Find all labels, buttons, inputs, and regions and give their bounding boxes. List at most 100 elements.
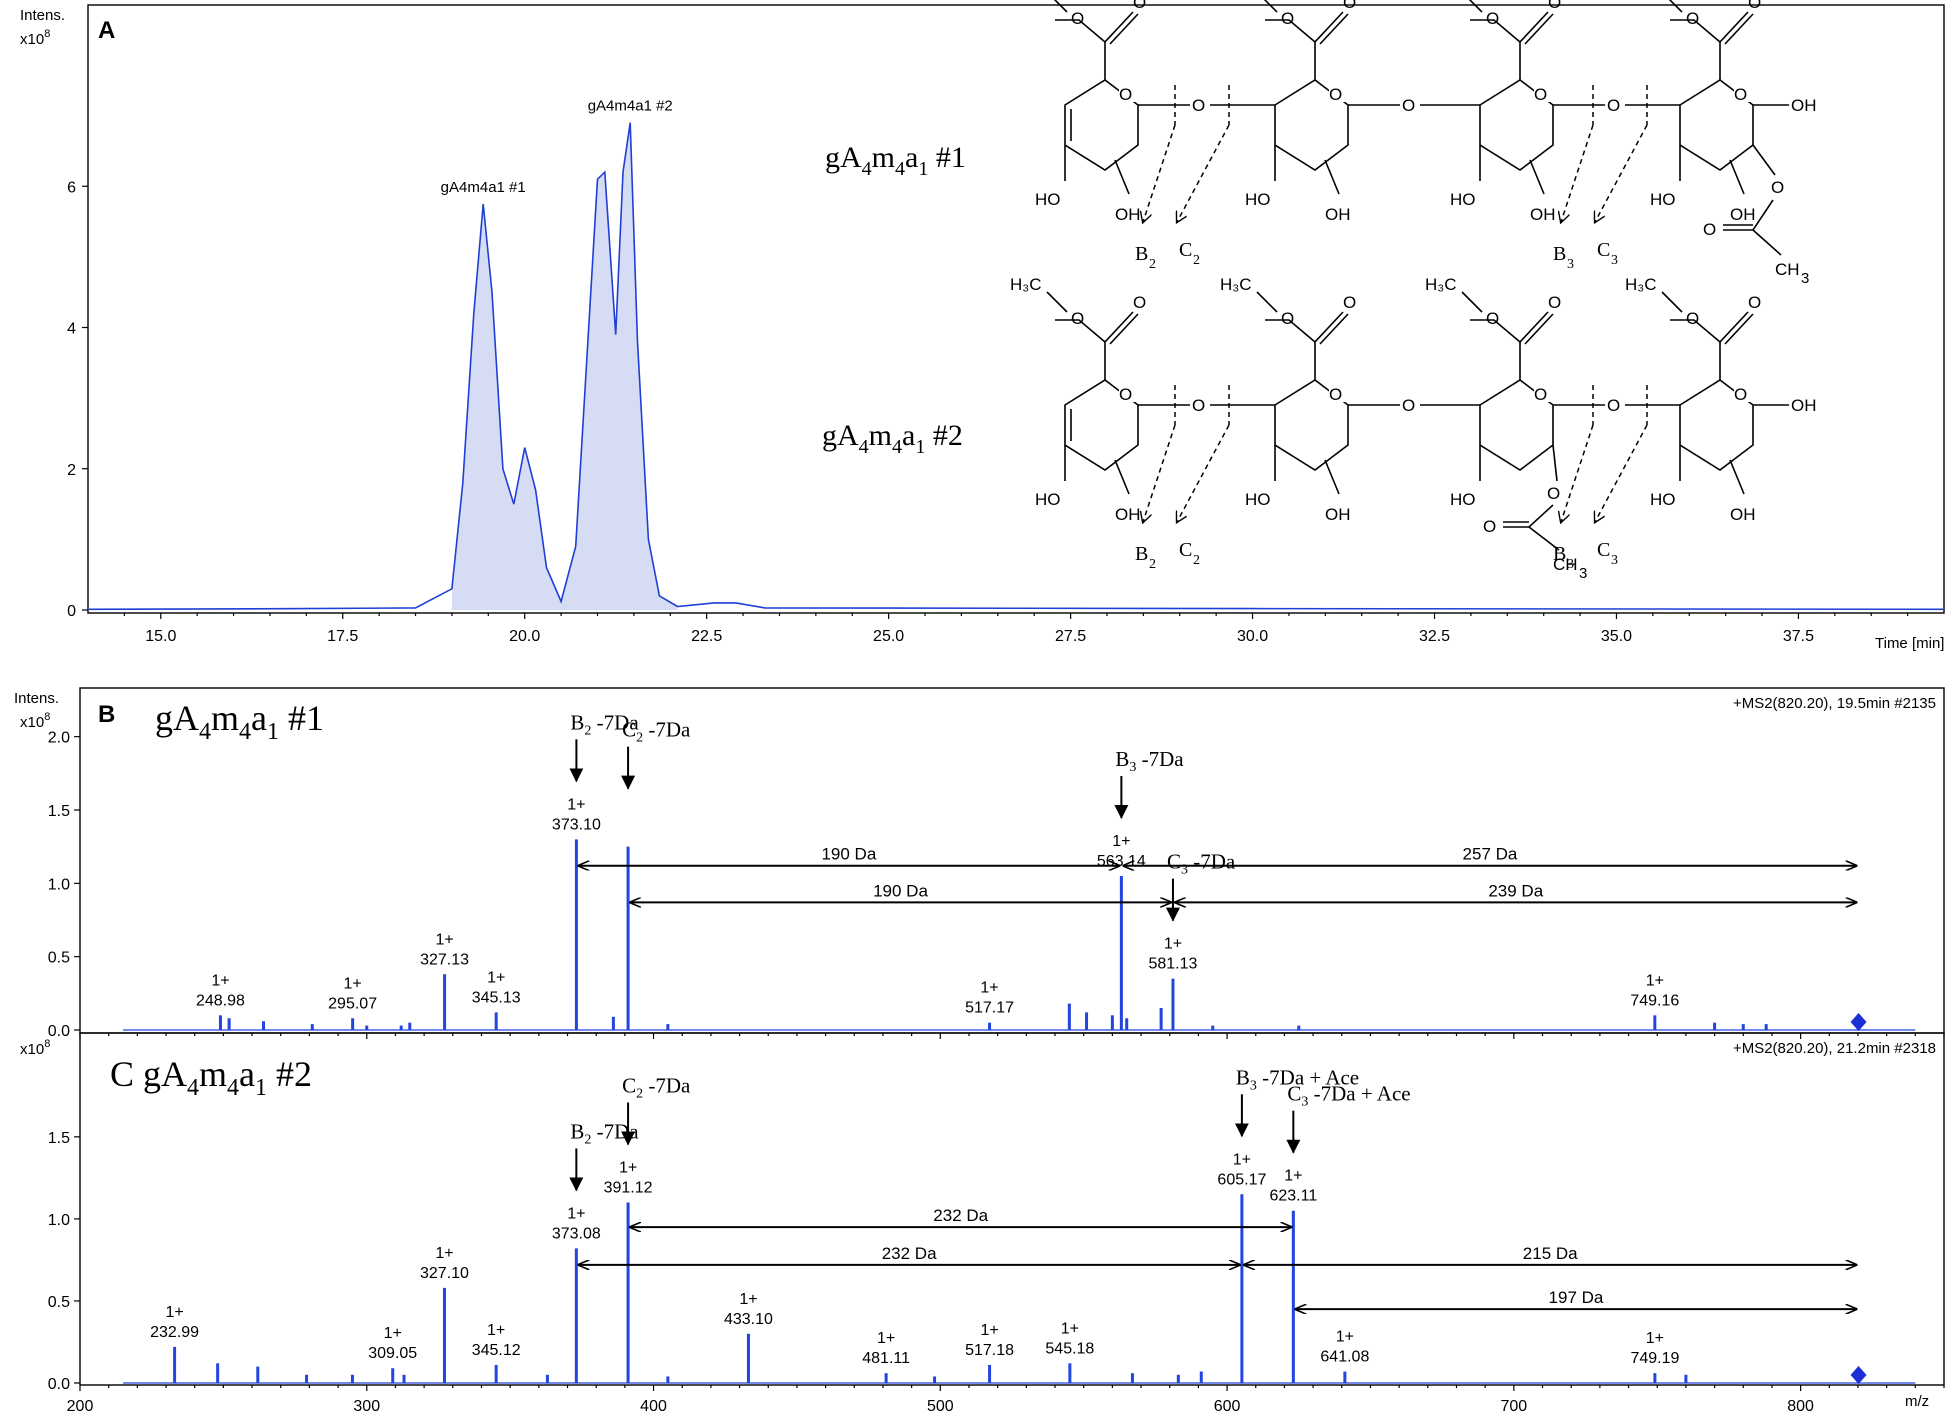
fragment-arrow-label: B3 -7Da + Ace [1236,1065,1359,1093]
peak-mz-label: 749.19 [1630,1350,1679,1367]
panel-c-yexp: x108 [20,1038,50,1058]
glycosidic-o: O [1192,96,1205,115]
fragment-arrow-label: C2 -7Da [622,718,691,746]
ring-oxygen: O [1734,385,1747,404]
peak-charge-label: 1+ [435,931,453,948]
ester-double [1109,13,1139,45]
cleavage-arrow [1143,124,1176,222]
fragment-label-sub: 3 [1611,253,1618,268]
peak-mz-label: 433.10 [724,1311,773,1328]
ring-o-bg [1329,384,1345,402]
fragment-label: C [1179,539,1192,561]
oh-bond [1114,159,1130,195]
oh-bond [1729,159,1745,195]
acetyl-methyl: CH [1775,260,1800,279]
fragment-label: C [1597,239,1610,261]
structure-gA4m4a1-1: OOOH₃CHOOHOOOOH₃CHOOHOOOOH₃CHOOHOOOOH₃CH… [1035,0,1817,287]
panel-a-xtick-label: 15.0 [145,628,176,645]
panel-a-xtick-label: 32.5 [1419,628,1450,645]
peak-charge-label: 1+ [487,969,505,986]
spectrum-ytick-label: 0.0 [48,1376,70,1393]
peak-charge-label: 1+ [1646,1330,1664,1347]
panel-b-yexp: x108 [20,711,50,731]
cleavage-arrow [1177,124,1230,222]
peak-charge-label: 1+ [739,1291,757,1308]
acetyl-o: O [1547,484,1560,503]
ester-o: O [1071,9,1084,28]
acetyl-bond [1552,444,1558,482]
spectrum-ytick-label: 0.5 [48,950,70,967]
spectrum-xtick-label: 400 [640,1398,667,1413]
methyl-bond [1053,0,1068,13]
fragment-arrow-label: C3 -7Da + Ace [1287,1082,1410,1110]
panel-b-ylabel: Intens. [14,690,59,707]
ester-bond [1314,311,1344,380]
peak-mz-label: 581.13 [1148,956,1197,973]
ester-o: O [1748,0,1761,12]
panel-a-xtick-label: 35.0 [1601,628,1632,645]
panel-a-xtick-label: 27.5 [1055,628,1086,645]
peak-mz-label: 517.17 [965,1000,1014,1017]
peak-charge-label: 1+ [1233,1151,1251,1168]
ester-o: O [1071,309,1084,328]
peak-charge-label: 1+ [435,1245,453,1262]
fragment-arrow-label: B2 -7Da [570,710,639,738]
methyl-bond [1461,291,1483,313]
peak-mz-label: 605.17 [1217,1171,1266,1188]
fragment-label-sub: 3 [1611,553,1618,568]
methyl-bond [1668,0,1683,13]
mass-difference-label: 239 Da [1488,881,1543,900]
ester-bond [1265,19,1316,43]
hydroxyl-label: HO [1245,490,1271,509]
methyl-label: H₃C [1425,275,1456,294]
hydroxyl-label: OH [1115,505,1141,524]
peak-mz-label: 749.16 [1630,992,1679,1009]
oh-bond [1114,459,1130,495]
panel-c: x108 C gA4m4a1 #2 +MS2(820.20), 21.2min … [20,1032,1945,1413]
oh-bond [1324,459,1340,495]
hydroxyl-label: HO [1650,190,1676,209]
ester-double [1724,313,1754,345]
mass-difference-label: 197 Da [1549,1288,1604,1307]
fragment-label: B [1553,543,1566,565]
methyl-bond [1263,0,1278,13]
spectrum-xtick-label: 200 [67,1398,94,1413]
acetyl-bond [1752,144,1776,176]
peak-charge-label: 1+ [165,1304,183,1321]
ester-bond [1104,311,1134,380]
methyl-bond [1468,0,1483,13]
panel-c-frame [79,1032,1945,1386]
ring-o-bg [1119,384,1135,402]
fragment-arrow-label: B2 -7Da [570,1119,639,1147]
panel-a-chromatogram-trace [87,122,1945,611]
spectrum-ytick-label: 0.0 [48,1023,70,1040]
panel-b-letter: B [98,701,115,728]
peak-charge-label: 1+ [1112,833,1130,850]
ester-bond [1670,19,1721,43]
methyl-bond [1256,291,1278,313]
ester-o: O [1548,0,1561,12]
ester-o: O [1281,309,1294,328]
peak-mz-label: 641.08 [1320,1349,1369,1366]
oh-bond [1529,159,1545,195]
peak-charge-label: 1+ [619,1159,637,1176]
ester-o: O [1343,0,1356,12]
cleavage-arrow [1595,124,1648,222]
methyl-label: H₃C [1010,275,1041,294]
ester-double [1109,313,1139,345]
structure-gA4m4a1-2: OOOH₃CHOOHOOOOH₃CHOOHOOOOH₃CHOOOOOH₃CHOO… [1010,275,1817,582]
acetyl-o: O [1703,220,1716,239]
acetyl-bond [1752,229,1782,256]
fragment-arrow-label: B3 -7Da [1115,747,1184,775]
hydroxyl-label: HO [1035,190,1061,209]
ester-o: O [1548,293,1561,312]
panel-a-peak-annotation: gA4m4a1 #1 [441,179,526,196]
acetyl-o: O [1483,517,1496,536]
fragment-arrow-label: C3 -7Da [1167,850,1236,878]
ring-oxygen: O [1329,385,1342,404]
oh-bond [1324,159,1340,195]
peak-mz-label: 373.08 [552,1225,601,1242]
ester-bond [1104,11,1134,80]
peak-charge-label: 1+ [211,972,229,989]
